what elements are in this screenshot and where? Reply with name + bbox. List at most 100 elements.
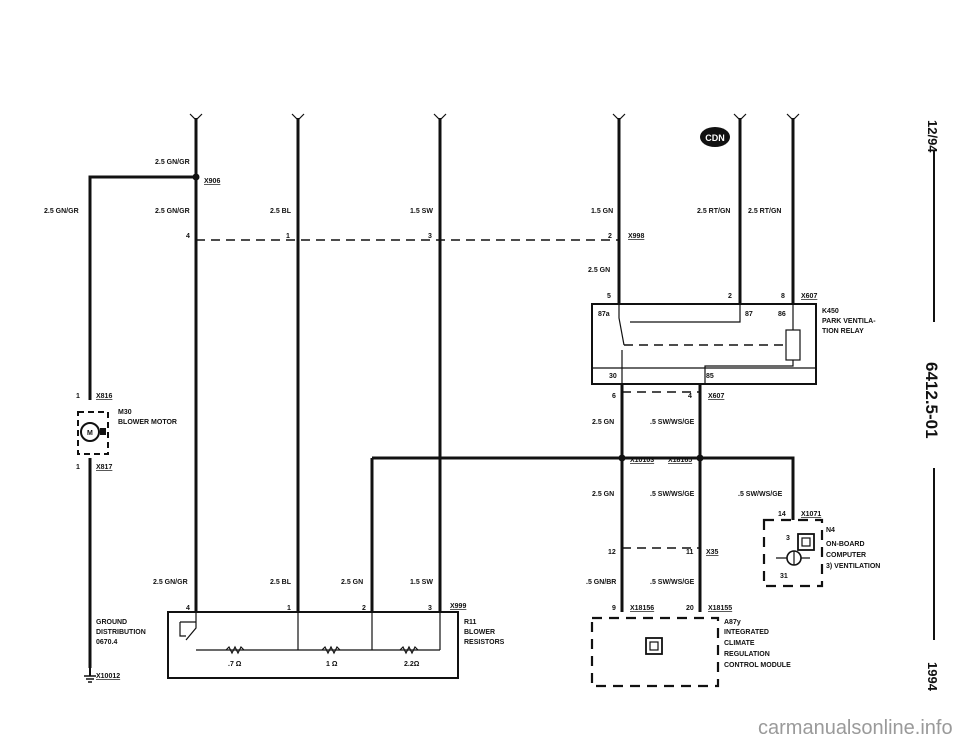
relay-pin-6: 6 [612,393,616,400]
x1071-label: X1071 [801,511,821,518]
x817-label: X817 [96,464,112,471]
res-gauge-3: 2.5 GN [341,579,363,586]
ground-line-2: DISTRIBUTION [96,629,146,636]
resistor-r2: 1 Ω [326,661,338,668]
ground-symbol [84,668,96,683]
x998-pin-3: 3 [428,233,432,240]
module-line-2: CLIMATE [724,640,755,647]
w6-gauge: 2.5 RT/GN [748,208,781,215]
w4-gauge: 1.5 GN [591,208,613,215]
module-line-1: INTEGRATED [724,629,769,636]
mid-pin-20: 20 [686,605,694,612]
computer-line-2: COMPUTER [826,552,866,559]
mid-gn-a: 2.5 GN [592,419,614,426]
mid-ws-d: .5 SW/WS/GE [650,579,695,586]
term-86: 86 [778,311,786,318]
mid-ws-c: .5 SW/WS/GE [738,491,783,498]
x10012-label: X10012 [96,673,120,680]
x998-label: X998 [628,233,644,240]
w1-gauge-top: 2.5 GN/GR [155,159,190,166]
mid-gn-b: 2.5 GN [592,491,614,498]
w1-gauge: 2.5 GN/GR [155,208,190,215]
resistors-name-1: BLOWER [464,629,495,636]
mid-gn-br: .5 GN/BR [586,579,616,586]
watermark: carmanualsonline.info [758,717,953,739]
x18165-label: X18165 [668,457,692,464]
motor-name: BLOWER MOTOR [118,419,177,426]
relay-above-gauge: 2.5 GN [588,267,610,274]
w5-gauge: 2.5 RT/GN [697,208,730,215]
blower-motor: M [77,411,109,455]
module-line-3: REGULATION [724,651,770,658]
res-gauge-2: 2.5 BL [270,579,292,586]
computer-pin-14: 14 [778,511,786,518]
x816-label: X816 [96,393,112,400]
park-ventilation-relay [591,303,817,385]
computer-pin-3: 3 [786,535,790,542]
mid-pin-11: 11 [686,549,694,556]
climate-control-module [590,616,720,688]
x998-pin-2: 2 [608,233,612,240]
splice-dots [192,173,704,462]
motor-id: M30 [118,409,132,416]
mid-ws-a: .5 SW/WS/GE [650,419,695,426]
resistor-r1: .7 Ω [228,661,242,668]
term-87a: 87a [598,311,610,318]
x10103-label: X10103 [630,457,654,464]
relay-pin-8: 8 [781,293,785,300]
x998-pin-1: 1 [286,233,290,240]
w2-gauge: 2.5 BL [270,208,292,215]
res-gauge-1: 2.5 GN/GR [153,579,188,586]
relay-pin-4: 4 [688,393,692,400]
computer-id: N4 [826,527,835,534]
relay-pin-2: 2 [728,293,732,300]
computer-pin-31: 31 [780,573,788,580]
x35-label: X35 [706,549,719,556]
side-doc-number: 6412.5-01 [922,362,941,439]
main-wires [88,113,800,668]
left-branch-gauge: 2.5 GN/GR [44,208,79,215]
term-85: 85 [706,373,714,380]
x18156-label: X18156 [630,605,654,612]
relay-pin-5: 5 [607,293,611,300]
module-line-4: CONTROL MODULE [724,662,791,669]
term-87: 87 [745,311,753,318]
computer-line-3: 3) VENTILATION [826,563,880,570]
module-id: A87y [724,619,741,626]
cdn-text: CDN [705,133,725,143]
x906-label: X906 [204,178,220,185]
x607-bottom-label: X607 [708,393,724,400]
mid-pin-12: 12 [608,549,616,556]
side-date: 12/94 [925,120,940,153]
motor-pin-1-top: 1 [76,393,80,400]
relay-id: K450 [822,308,839,315]
svg-text:M: M [87,430,93,437]
computer-line-1: ON-BOARD [826,541,865,548]
motor-pin-1-bottom: 1 [76,464,80,471]
resistors-id: R11 [464,619,477,626]
x607-top-label: X607 [801,293,817,300]
w3-gauge: 1.5 SW [410,208,433,215]
mid-pin-9: 9 [612,605,616,612]
on-board-computer [762,518,824,588]
relay-name-2: TION RELAY [822,328,864,335]
side-year: 1994 [925,662,940,692]
resistor-r3: 2.2Ω [404,661,420,668]
x999-pin-4: 4 [186,605,190,612]
relay-name-1: PARK VENTILA- [822,318,876,325]
mid-ws-b: .5 SW/WS/GE [650,491,695,498]
ground-line-1: GROUND [96,619,127,626]
x999-label: X999 [450,603,466,610]
resistors-name-2: RESISTORS [464,639,505,646]
blower-resistors [167,611,459,679]
cdn-badge: CDN [700,127,730,147]
res-gauge-4: 1.5 SW [410,579,433,586]
x999-pin-3: 3 [428,605,432,612]
x18155-label: X18155 [708,605,732,612]
ground-line-3: 0670.4 [96,639,118,646]
x999-pin-2: 2 [362,605,366,612]
x999-pin-1: 1 [287,605,291,612]
x998-pin-4: 4 [186,233,190,240]
term-30: 30 [609,373,617,380]
